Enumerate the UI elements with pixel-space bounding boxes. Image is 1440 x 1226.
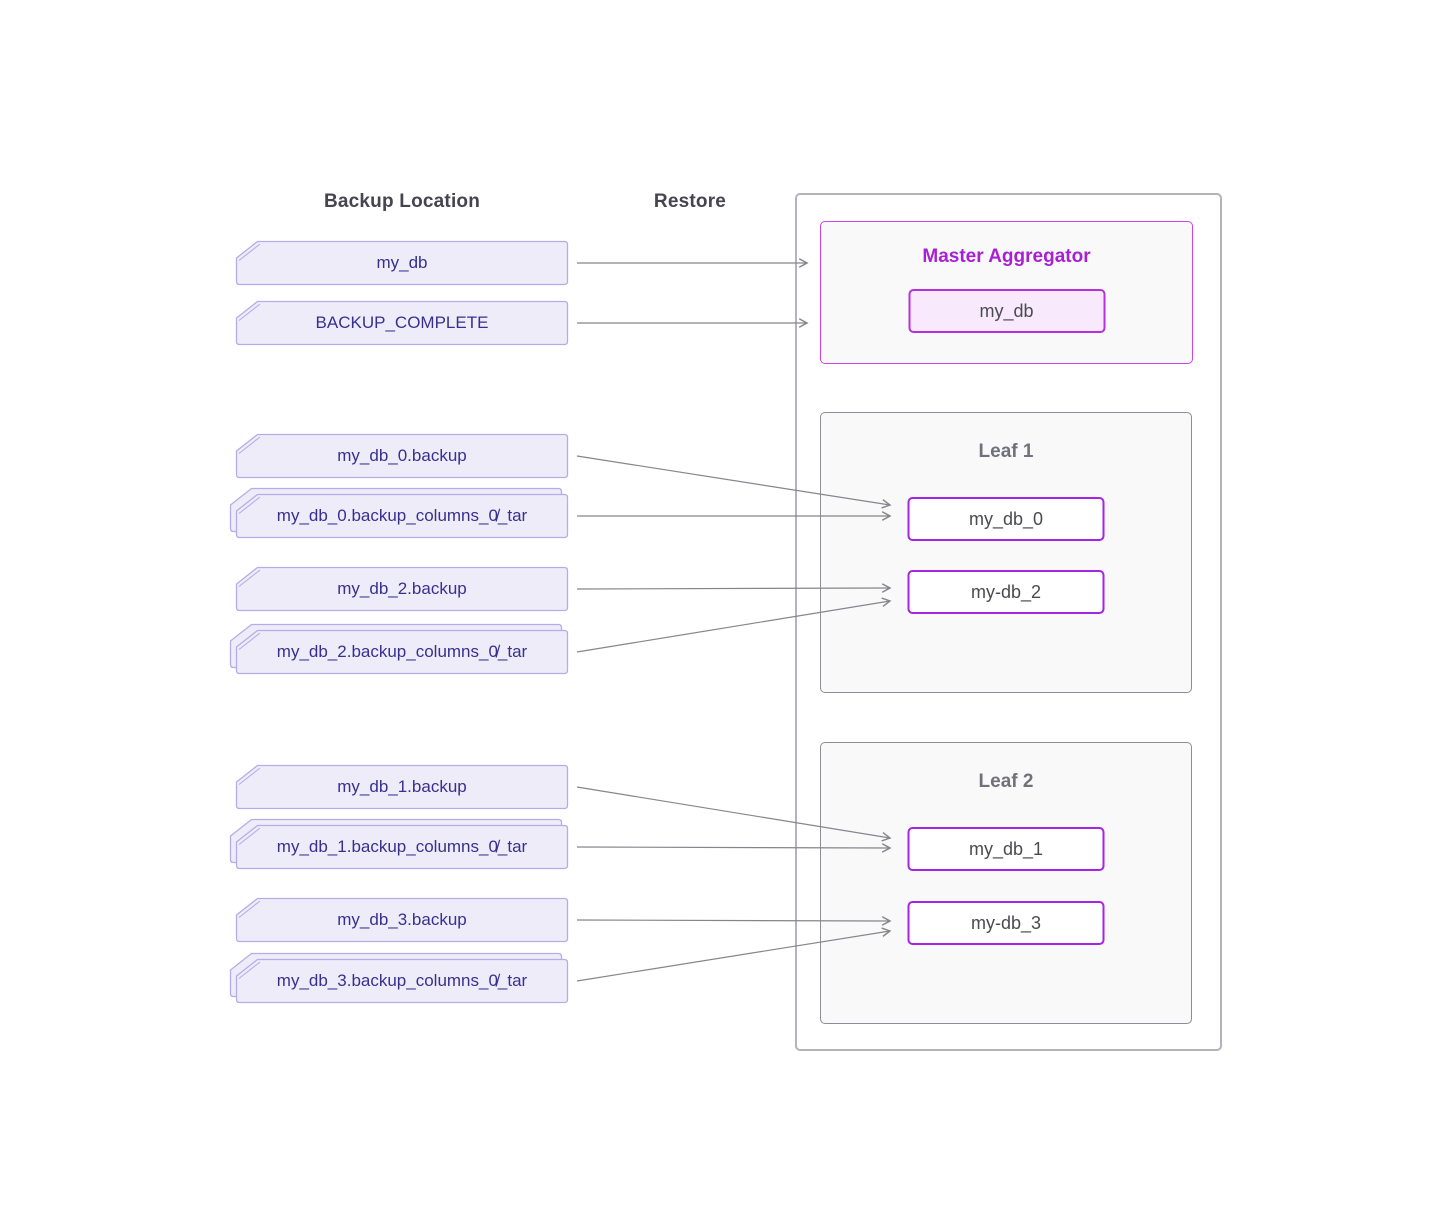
backup-file-label: my_db_1.backup: [337, 777, 467, 796]
backup-file-backup-complete: BACKUP_COMPLETE: [235, 300, 569, 346]
leaf-2-node: Leaf 2 my_db_1 my-db_3: [820, 742, 1192, 1024]
stacked-file-shape-icon: [229, 818, 569, 870]
master-db-box: my_db: [908, 289, 1105, 333]
backup-file-label: my_db_3.backup: [337, 910, 467, 929]
backup-file-my_db_3-backup: my_db_3.backup: [235, 897, 569, 943]
backup-file-my_db_2-columns-tar: my_db_2.backup_columns_0̸_tar: [229, 623, 569, 675]
leaf-2-title: Leaf 2: [978, 771, 1034, 792]
leaf-1-db-box-my-db_2: my-db_2: [907, 570, 1105, 614]
backup-file-label: my_db_2.backup_columns_0̸_tar: [276, 642, 528, 661]
leaf-1-title: Leaf 1: [978, 441, 1034, 462]
backup-location-header: Backup Location: [323, 191, 481, 212]
backup-file-my_db_1-backup: my_db_1.backup: [235, 764, 569, 810]
backup-file-label: my_db: [376, 253, 428, 272]
master-aggregator-node: Master Aggregator my_db: [820, 221, 1193, 364]
leaf-2-db-box-my_db_1: my_db_1: [907, 827, 1105, 871]
file-shape-icon: [235, 764, 569, 810]
leaf-2-db-box-my-db_3: my-db_3: [907, 901, 1105, 945]
backup-file-my_db: my_db: [235, 240, 569, 286]
backup-file-my_db_0-columns-tar: my_db_0.backup_columns_0̸_tar: [229, 487, 569, 539]
backup-file-label: my_db_2.backup: [337, 579, 467, 598]
file-shape-icon: [235, 897, 569, 943]
backup-file-label: my_db_1.backup_columns_0̸_tar: [276, 837, 528, 856]
file-shape-icon: [235, 566, 569, 612]
leaf-1-node: Leaf 1 my_db_0 my-db_2: [820, 412, 1192, 693]
backup-file-label: my_db_3.backup_columns_0̸_tar: [276, 971, 528, 990]
file-shape-icon: [235, 300, 569, 346]
stacked-file-shape-icon: [229, 623, 569, 675]
backup-file-my_db_1-columns-tar: my_db_1.backup_columns_0̸_tar: [229, 818, 569, 870]
backup-file-my_db_3-columns-tar: my_db_3.backup_columns_0̸_tar: [229, 952, 569, 1004]
leaf-1-db-box-my_db_0: my_db_0: [907, 497, 1105, 541]
backup-file-my_db_0-backup: my_db_0.backup: [235, 433, 569, 479]
file-shape-icon: [235, 433, 569, 479]
master-aggregator-title: Master Aggregator: [922, 246, 1091, 267]
backup-file-label: BACKUP_COMPLETE: [315, 313, 489, 332]
stacked-file-shape-icon: [229, 487, 569, 539]
backup-file-my_db_2-backup: my_db_2.backup: [235, 566, 569, 612]
restore-header: Restore: [653, 191, 727, 212]
stacked-file-shape-icon: [229, 952, 569, 1004]
backup-file-label: my_db_0.backup: [337, 446, 467, 465]
backup-file-label: my_db_0.backup_columns_0̸_tar: [276, 506, 528, 525]
file-shape-icon: [235, 240, 569, 286]
